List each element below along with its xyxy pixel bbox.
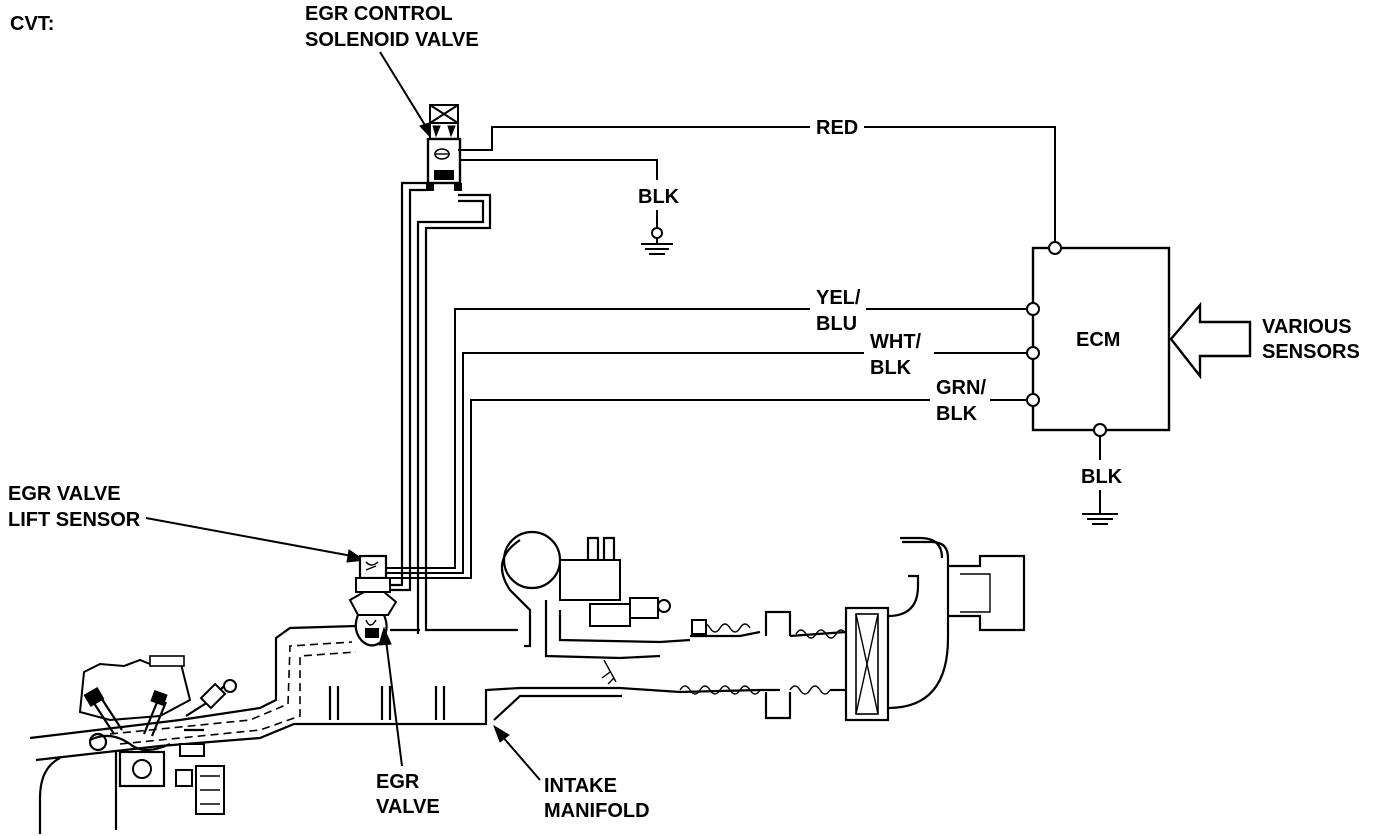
svg-text:VARIOUS: VARIOUS bbox=[1262, 316, 1352, 338]
ecm-terminal-yel-blu bbox=[1026, 302, 1040, 316]
egr-control-solenoid-valve bbox=[426, 104, 462, 191]
solenoid-blk-label: BLK bbox=[638, 186, 680, 208]
ecm-terminal-grn-blk bbox=[1026, 393, 1040, 407]
ecm-terminal-ground bbox=[1093, 423, 1107, 437]
svg-text:BLK: BLK bbox=[936, 403, 978, 425]
wht-blk-label: WHT/ bbox=[870, 331, 922, 353]
various-sensors-label: VARIOUS SENSORS bbox=[1262, 316, 1360, 363]
intake-manifold bbox=[29, 530, 1026, 762]
svg-text:EGR CONTROL: EGR CONTROL bbox=[305, 3, 453, 25]
solenoid-ground-icon bbox=[641, 238, 673, 255]
svg-text:MANIFOLD: MANIFOLD bbox=[544, 800, 650, 822]
red-wire-label: RED bbox=[816, 117, 858, 139]
ecm-ground-icon bbox=[1082, 490, 1118, 525]
yel-blu-label: YEL/ bbox=[816, 287, 861, 309]
egr-valve-lift-sensor-label: EGR VALVE LIFT SENSOR bbox=[8, 483, 141, 531]
vacuum-hoses bbox=[390, 181, 518, 634]
egr-valve-leader-arrow bbox=[378, 626, 403, 767]
ecm-terminal-wht-blk bbox=[1026, 346, 1040, 360]
various-sensors-arrow-icon bbox=[1169, 301, 1252, 380]
svg-text:EGR VALVE: EGR VALVE bbox=[8, 483, 121, 505]
ecm-blk-label: BLK bbox=[1081, 466, 1123, 488]
svg-text:INTAKE: INTAKE bbox=[544, 775, 617, 797]
svg-text:EGR: EGR bbox=[376, 771, 420, 793]
svg-text:SOLENOID VALVE: SOLENOID VALVE bbox=[305, 29, 479, 51]
svg-text:VALVE: VALVE bbox=[376, 796, 440, 818]
egr-valve-label: EGR VALVE bbox=[376, 771, 440, 818]
intake-manifold-leader-arrow bbox=[493, 724, 541, 781]
red-wire bbox=[458, 126, 810, 151]
solenoid-ground-wire bbox=[460, 159, 658, 180]
svg-text:SENSORS: SENSORS bbox=[1262, 341, 1360, 363]
ecm-terminal-red bbox=[1048, 241, 1062, 255]
svg-text:BLU: BLU bbox=[816, 313, 857, 335]
intake-manifold-label: INTAKE MANIFOLD bbox=[544, 775, 650, 822]
ecm-label: ECM bbox=[1076, 329, 1120, 351]
egr-control-solenoid-valve-label: EGR CONTROL SOLENOID VALVE bbox=[305, 3, 479, 51]
svg-text:BLK: BLK bbox=[870, 357, 912, 379]
egr-valve-assembly bbox=[348, 554, 398, 647]
solenoid-leader-arrow bbox=[379, 51, 434, 142]
svg-text:LIFT SENSOR: LIFT SENSOR bbox=[8, 509, 141, 531]
grn-blk-label: GRN/ bbox=[936, 377, 986, 399]
lift-sensor-leader-arrow bbox=[145, 517, 366, 563]
diagram-title: CVT: bbox=[10, 13, 54, 35]
engine-cylinder-head bbox=[38, 655, 237, 834]
